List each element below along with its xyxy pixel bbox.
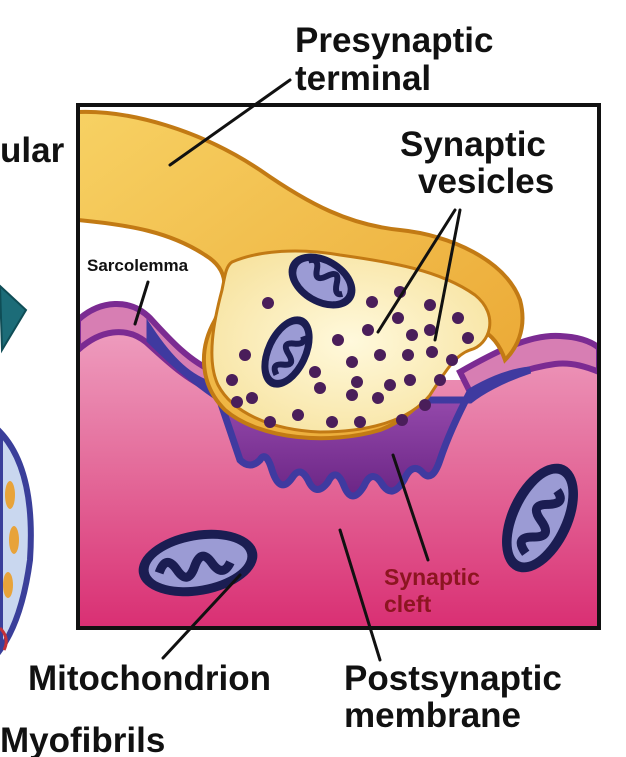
label-synaptic-cleft-line1: Synaptic (384, 564, 480, 590)
synaptic-vesicles (226, 286, 474, 428)
label-synaptic-vesicles-line1: Synaptic (400, 125, 546, 164)
label-myofibrils: Myofibrils (0, 721, 165, 757)
label-synaptic-cleft-line2: cleft (384, 591, 432, 617)
label-presynaptic-terminal-line1: Presynaptic (295, 21, 493, 60)
terminal-mitochondrion-1 (288, 253, 356, 309)
magnified-view-frame (76, 103, 601, 630)
label-sarcolemma: Sarcolemma (87, 256, 189, 275)
teal-arrow (0, 284, 28, 354)
label-presynaptic-terminal-line2: terminal (295, 59, 431, 98)
label-postsynaptic-membrane-line2: membrane (344, 696, 521, 735)
label-mitochondrion: Mitochondrion (28, 659, 271, 698)
muscle-mitochondrion-2 (502, 463, 578, 573)
label-synaptic-vesicles-line2: vesicles (418, 162, 554, 201)
label-postsynaptic-membrane-line1: Postsynaptic (344, 659, 562, 698)
magnified-junction-view (78, 105, 599, 628)
label-neuromuscular-partial: ular (0, 131, 65, 170)
left-partial-figure (0, 284, 34, 656)
terminal-mitochondrion-2 (261, 316, 313, 388)
leader-lines (133, 78, 462, 662)
muscle-mitochondrion-1 (138, 529, 258, 597)
